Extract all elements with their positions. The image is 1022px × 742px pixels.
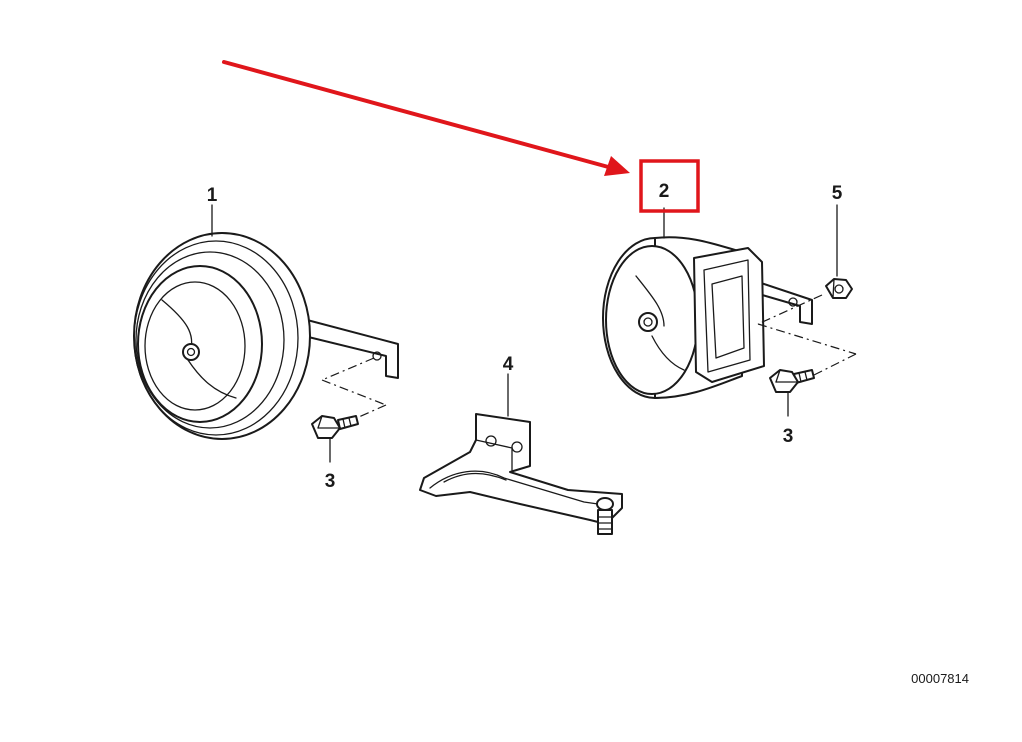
- hex-bolt-left-drawing: [311, 415, 359, 463]
- diagram-reference-number: 00007814: [911, 671, 969, 686]
- bracket-drawing: [419, 373, 623, 535]
- hex-nut-drawing: [825, 204, 853, 299]
- part-label-3-right: 3: [783, 426, 794, 447]
- highlight-arrow: [222, 60, 630, 176]
- hex-bolt-right-drawing: [769, 369, 815, 417]
- part-label-4: 4: [503, 354, 514, 375]
- part-label-2: 2: [659, 181, 670, 202]
- round-horn-drawing: [133, 204, 399, 440]
- trumpet-horn-drawing: [602, 207, 813, 399]
- part-label-1: 1: [207, 185, 218, 206]
- highlight-box: [639, 159, 700, 213]
- part-label-3-left: 3: [325, 471, 336, 492]
- fastening-path-1: [321, 357, 387, 421]
- part-label-5: 5: [832, 183, 843, 204]
- fastening-path-2: [757, 294, 857, 377]
